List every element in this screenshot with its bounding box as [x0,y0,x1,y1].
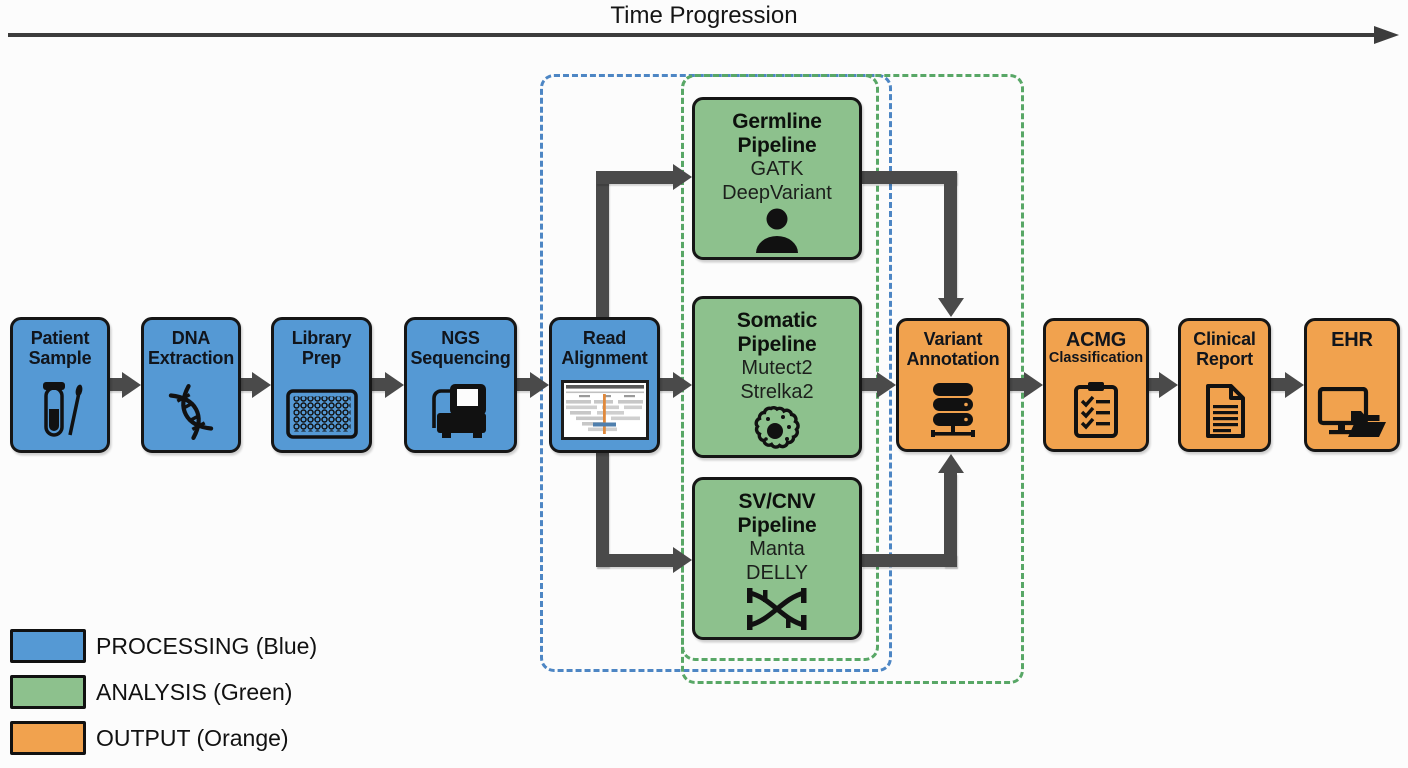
node-library-prep: Library Prep [271,317,372,453]
node-subtitle: Classification [1048,350,1144,367]
sequencer-icon [424,382,498,440]
test-tube-swab-icon [37,378,83,440]
arrow-germline-to-annotation [862,171,957,184]
node-title: Read Alignment [561,328,648,369]
person-icon [751,206,803,254]
clipboard-checklist-icon [1072,381,1120,439]
arrow-flow [1008,378,1026,391]
node-read-alignment: Read Alignment [549,317,660,453]
arrowhead-icon [877,372,896,398]
node-title: Germline Pipeline [732,110,822,157]
node-dna-extraction: DNA Extraction [141,317,241,453]
node-title: ACMG [1065,329,1127,351]
node-somatic-pipeline: Somatic Pipeline Mutect2 Strelka2 [692,296,862,458]
node-variant-annotation: Variant Annotation [896,318,1010,452]
arrowhead-icon [1159,372,1178,398]
arrowhead-icon [938,298,964,317]
document-icon [1201,383,1249,439]
node-title: Clinical Report [1193,329,1256,370]
arrowhead-icon [1285,372,1304,398]
timeline-title: Time Progression [610,2,798,29]
arrow-flow [1269,378,1287,391]
arrow-read-to-svcnv [596,453,609,567]
cell-icon [753,405,801,453]
node-title: DNA Extraction [147,328,235,369]
tool-label: GATK [750,158,804,181]
tool-label: Strelka2 [740,381,814,404]
dna-helix-icon [158,376,225,447]
node-title: Variant Annotation [906,329,1000,370]
legend-label-processing: PROCESSING (Blue) [96,633,318,659]
arrow-flow [239,378,254,391]
node-title: Patient Sample [28,328,92,369]
arrowhead-icon [1024,372,1043,398]
arrow-somatic-to-annotation [860,378,879,391]
database-icon [926,381,980,439]
arrowhead-icon [252,372,271,398]
node-title: NGS Sequencing [410,328,511,369]
tool-label: Mutect2 [741,357,813,380]
node-acmg-classification: ACMG Classification [1043,318,1149,452]
legend-swatch-output [10,721,86,755]
legend-label-output: OUTPUT (Orange) [96,725,289,751]
node-title: Library Prep [291,328,352,369]
node-clinical-report: Clinical Report [1178,318,1271,452]
well-plate-icon [285,388,358,440]
monitor-folder-icon [1317,387,1387,439]
arrow-read-to-svcnv [596,554,673,567]
arrow-germline-to-annotation [944,171,957,299]
dna-cross-icon [741,586,813,632]
legend-label-analysis: ANALYSIS (Green) [96,679,293,705]
node-germline-pipeline: Germline Pipeline GATK DeepVariant [692,97,862,260]
node-ngs-sequencing: NGS Sequencing [404,317,517,453]
node-patient-sample: Patient Sample [10,317,110,453]
arrow-flow [1147,378,1161,391]
arrowhead-icon [530,372,549,398]
arrowhead-icon [673,372,692,398]
timeline-arrowhead-icon [1374,26,1399,44]
tool-label: Manta [749,538,805,561]
arrow-read-to-somatic [658,378,675,391]
arrowhead-icon [938,454,964,473]
arrowhead-icon [673,547,692,573]
arrow-flow [108,378,124,391]
arrowhead-icon [122,372,141,398]
arrowhead-icon [385,372,404,398]
legend-swatch-processing [10,629,86,663]
arrowhead-icon [673,164,692,190]
timeline-arrow-line [8,33,1376,37]
node-ehr: EHR [1304,318,1400,452]
arrow-read-to-germline [596,171,609,317]
group-frame-pipelines [681,74,879,661]
legend-swatch-analysis [10,675,86,709]
arrow-flow [515,378,532,391]
node-title: Somatic Pipeline [736,309,818,356]
node-svcnv-pipeline: SV/CNV Pipeline Manta DELLY [692,477,862,640]
arrow-svcnv-to-annotation [944,473,957,567]
arrow-svcnv-to-annotation [862,554,957,567]
genome-browser-icon [560,380,649,440]
arrow-flow [370,378,387,391]
node-title: SV/CNV Pipeline [737,490,817,537]
tool-label: DELLY [746,562,808,585]
arrow-read-to-germline [596,171,673,184]
tool-label: DeepVariant [722,182,832,205]
node-title: EHR [1331,329,1373,351]
